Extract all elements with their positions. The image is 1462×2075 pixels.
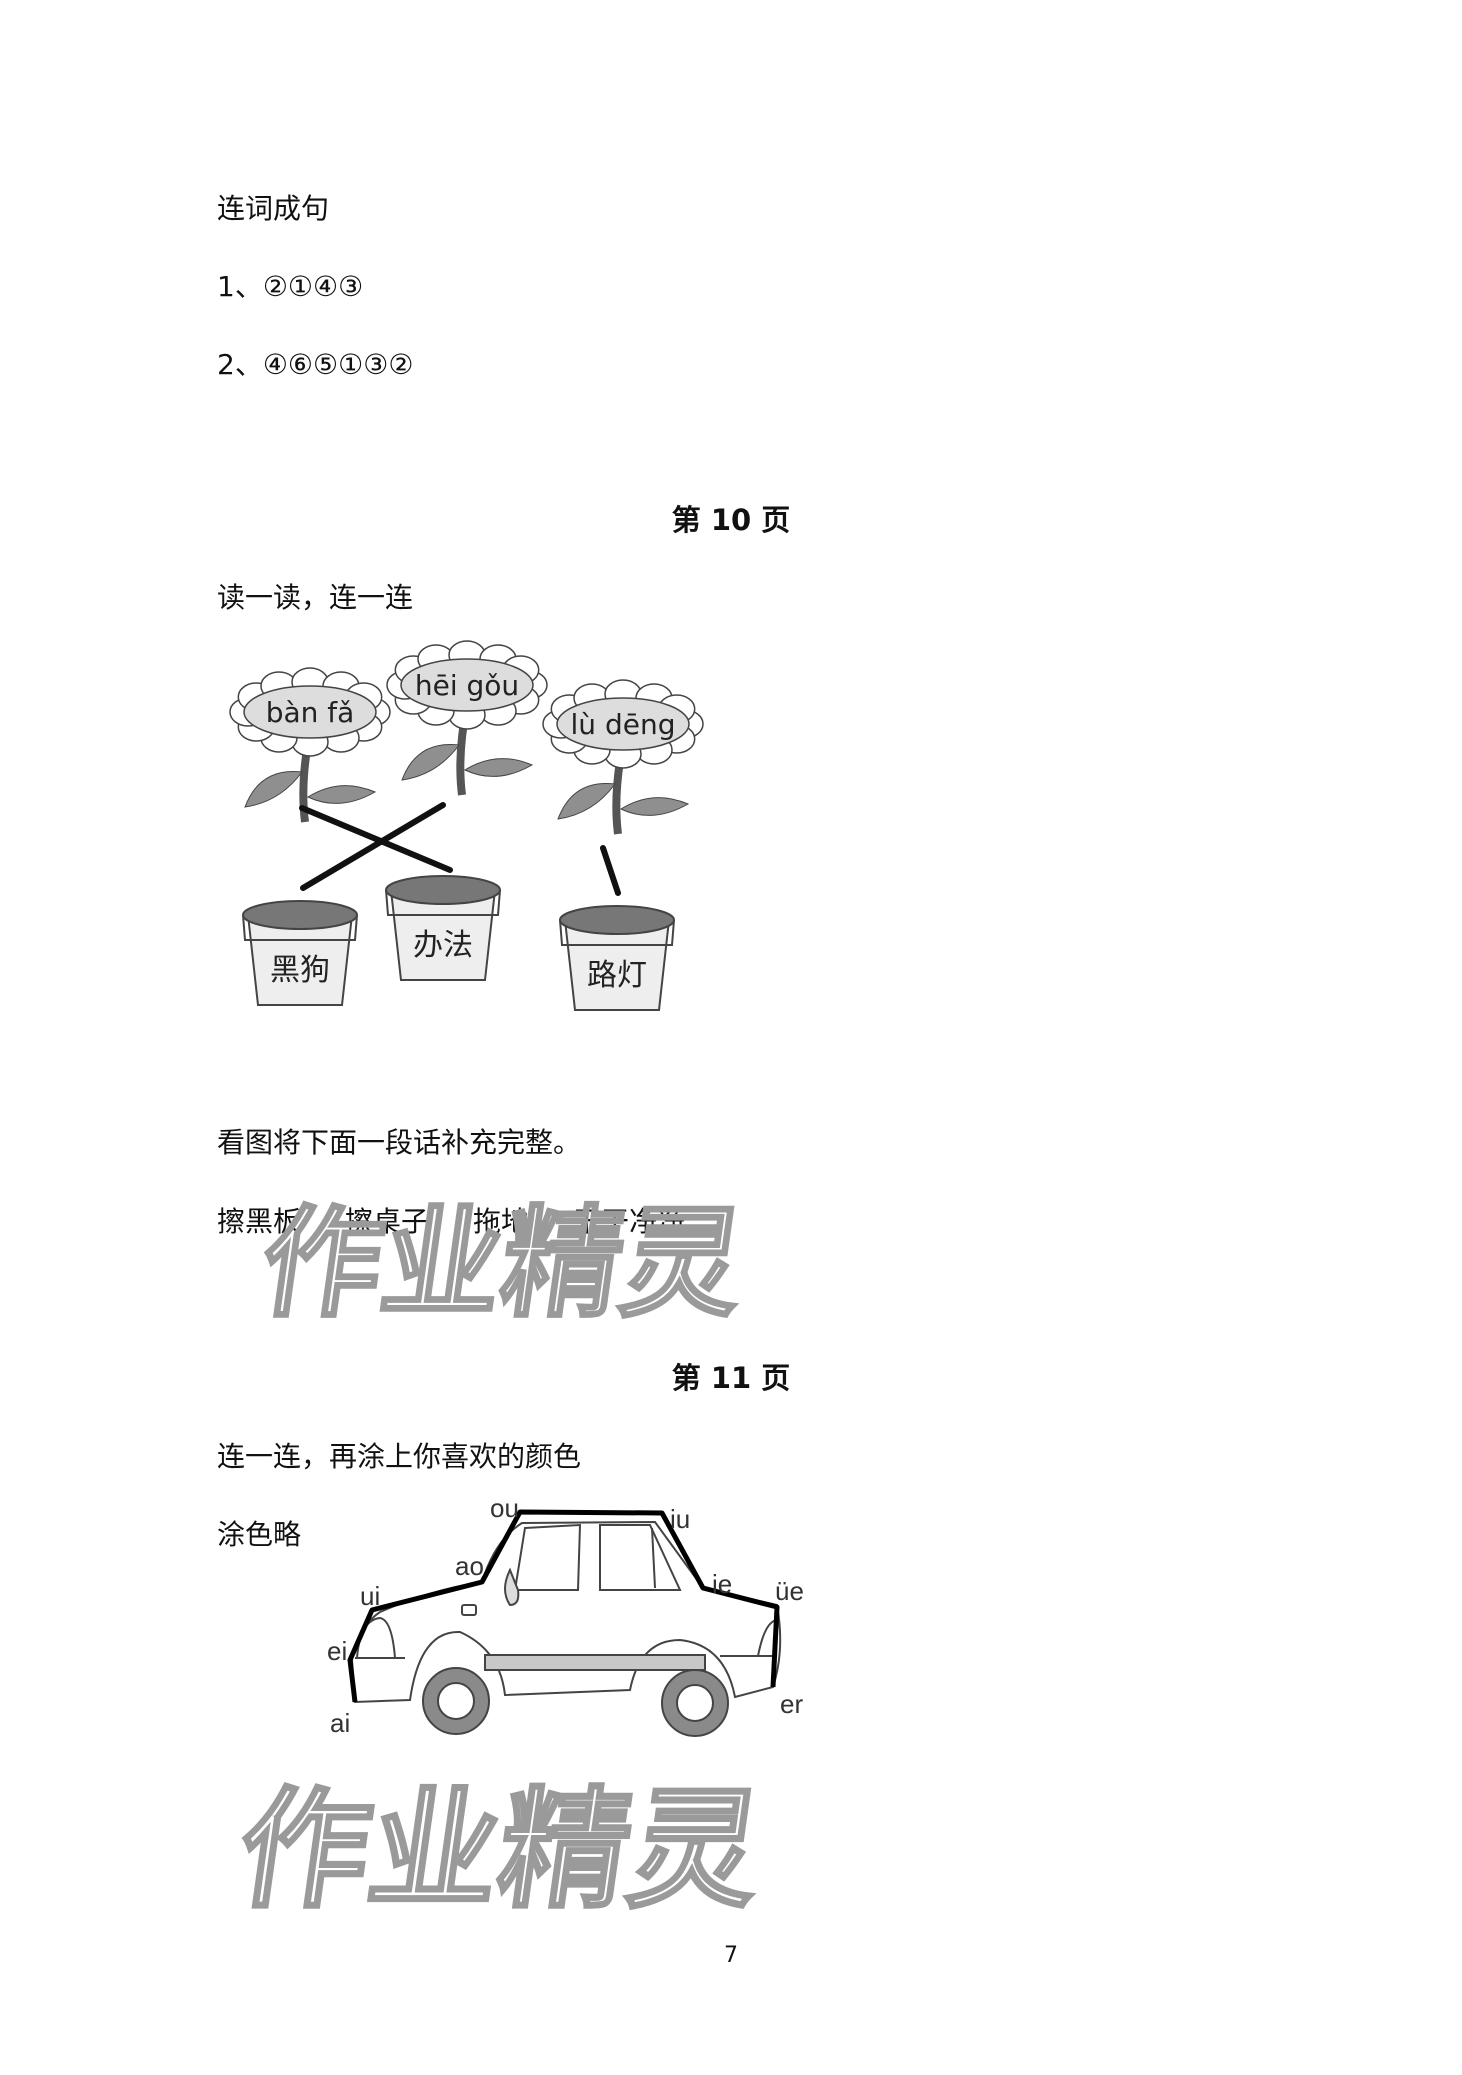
answer-words: 擦黑板 擦桌子 拖地 干干净净	[217, 1206, 729, 1238]
label-ai: ai	[330, 1708, 350, 1738]
flower-pinyin: bàn fǎ	[266, 696, 355, 729]
flower-pinyin: hēi gǒu	[415, 669, 519, 702]
question-connect-color: 连一连，再涂上你喜欢的颜色	[217, 1440, 582, 1473]
label-ou: ou	[490, 1493, 519, 1523]
car-outline-answer-line	[347, 1509, 780, 1703]
answer-line	[299, 805, 453, 873]
pot-word: 办法	[413, 928, 473, 963]
label-er: er	[780, 1689, 803, 1719]
answer-word: 擦黑板	[217, 1205, 302, 1238]
question-read-connect: 读一读，连一连	[217, 581, 414, 614]
flower: hēi gǒu	[386, 640, 548, 796]
page-10-heading: 第 10 页	[671, 503, 791, 537]
answer-2: 2、④⑥⑤①③②	[217, 348, 414, 381]
flower-pinyin: lù dēng	[571, 708, 676, 741]
coloring-note: 涂色略	[217, 1518, 302, 1551]
flower: lù dēng	[542, 679, 704, 835]
label-ei: ei	[327, 1636, 347, 1666]
flower-pot: 办法	[385, 875, 501, 981]
section-title-lianci: 连词成句	[217, 192, 330, 225]
label-iu: iu	[670, 1504, 690, 1534]
question-complete-paragraph: 看图将下面一段话补充完整。	[217, 1126, 582, 1159]
answer-word: 干干净净	[573, 1205, 686, 1238]
label-ie: ie	[712, 1569, 732, 1599]
page-number: 7	[724, 1943, 738, 1968]
pot-word: 黑狗	[270, 953, 330, 988]
flower: bàn fǎ	[229, 667, 391, 823]
label-ue: üe	[775, 1576, 804, 1606]
answer-1: 1、②①④③	[217, 270, 364, 303]
answer-word: 擦桌子	[345, 1205, 430, 1238]
page-11-heading: 第 11 页	[671, 1361, 791, 1395]
answer-word: 拖地	[473, 1205, 530, 1238]
flower-pot: 黑狗	[242, 900, 358, 1006]
label-ui: ui	[360, 1581, 380, 1611]
flower-pot: 路灯	[559, 905, 675, 1011]
label-ao: ao	[455, 1551, 484, 1581]
answer-lines	[299, 802, 621, 896]
answer-line	[600, 845, 621, 896]
answer-line	[300, 802, 446, 891]
pot-word: 路灯	[587, 958, 647, 993]
